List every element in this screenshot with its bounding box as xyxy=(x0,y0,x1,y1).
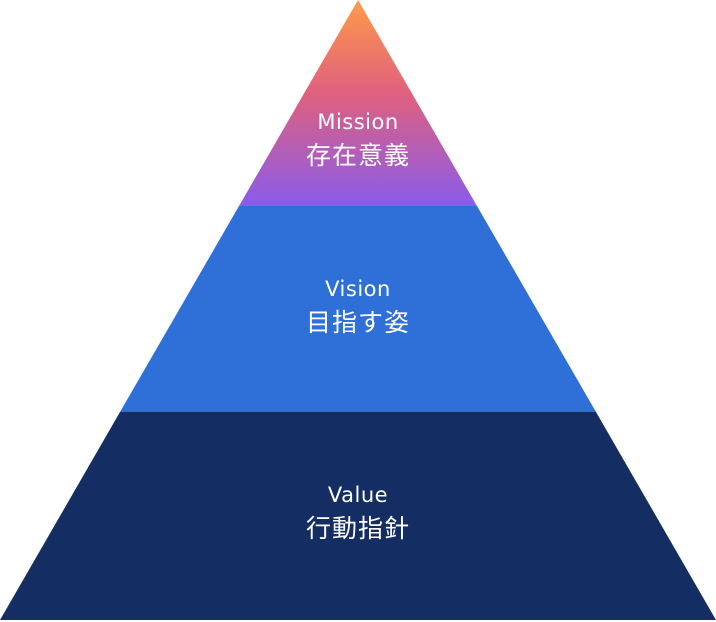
mission-tier xyxy=(239,0,477,206)
value-title-ja: 行動指針 xyxy=(305,514,410,543)
value-title-en: Value xyxy=(327,483,389,507)
mission-title-en: Mission xyxy=(317,110,399,134)
vision-tier xyxy=(120,206,596,412)
value-tier xyxy=(0,412,716,620)
vision-label: Vision 目指す姿 xyxy=(0,275,716,341)
value-label: Value 行動指針 xyxy=(0,481,716,547)
vision-title-ja: 目指す姿 xyxy=(305,308,410,337)
mission-title-ja: 存在意義 xyxy=(305,141,410,170)
vision-title-en: Vision xyxy=(325,277,391,301)
mission-label: Mission 存在意義 xyxy=(0,108,716,174)
